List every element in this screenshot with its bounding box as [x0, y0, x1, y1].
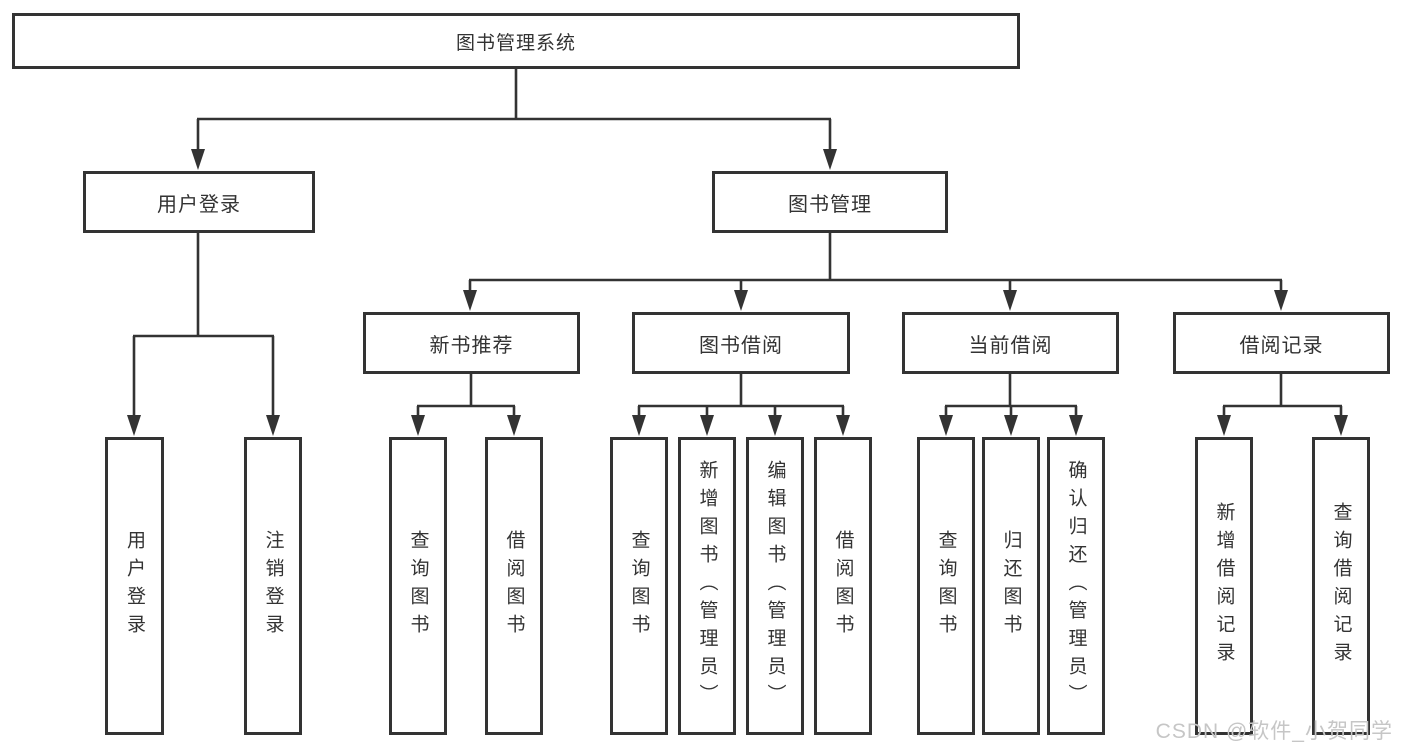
node-user-login: 用户登录 [83, 171, 315, 233]
leaf-query-books-borrow: 查询图书 [610, 437, 668, 735]
arrowhead [734, 290, 748, 311]
connector-book-borrow-branch [632, 373, 850, 436]
node-new-book-recommend-label: 新书推荐 [429, 334, 514, 357]
node-book-management-label: 图书管理 [788, 193, 872, 216]
leaf-query-books-current: 查询图书 [917, 437, 975, 735]
arrowhead [127, 415, 141, 436]
leaf-label: 借阅图书 [832, 530, 854, 642]
node-root: 图书管理系统 [12, 13, 1020, 69]
node-borrow-records: 借阅记录 [1173, 312, 1390, 374]
arrowhead [632, 415, 646, 436]
arrowhead [191, 149, 205, 170]
leaf-edit-books-admin: 编辑图书（管理员） [746, 437, 804, 735]
arrowhead [823, 149, 837, 170]
leaf-label: 查询图书 [628, 530, 650, 642]
connector-book-management-branch [463, 232, 1288, 311]
leaf-add-borrow-record: 新增借阅记录 [1195, 437, 1253, 735]
arrowhead [700, 415, 714, 436]
leaf-label: 用户登录 [124, 530, 145, 642]
arrowhead [507, 415, 521, 436]
leaf-label: 新增借阅记录 [1213, 502, 1235, 670]
leaf-confirm-return-admin: 确认归还（管理员） [1047, 437, 1105, 735]
node-current-borrow-label: 当前借阅 [968, 334, 1053, 357]
leaf-query-books-recommend: 查询图书 [389, 437, 447, 735]
connector-new-book-recommend-branch [411, 373, 521, 436]
arrowhead [1069, 415, 1083, 436]
connector-current-borrow-branch [939, 373, 1083, 436]
node-current-borrow: 当前借阅 [902, 312, 1119, 374]
node-new-book-recommend: 新书推荐 [363, 312, 580, 374]
arrowhead [1217, 415, 1231, 436]
leaf-label: 确认归还（管理员） [1065, 460, 1087, 712]
node-book-management: 图书管理 [712, 171, 948, 233]
arrowhead [411, 415, 425, 436]
arrowhead [1003, 290, 1017, 311]
node-book-borrow: 图书借阅 [632, 312, 850, 374]
arrowhead [836, 415, 850, 436]
node-user-login-label: 用户登录 [157, 193, 241, 216]
leaf-label: 新增图书（管理员） [696, 460, 718, 712]
leaf-label: 查询图书 [935, 530, 957, 642]
arrowhead [768, 415, 782, 436]
csdn-watermark: CSDN @软件_小贺同学 [1155, 720, 1393, 743]
leaf-user-login: 用户登录 [105, 437, 164, 735]
leaf-label: 借阅图书 [503, 530, 525, 642]
leaf-borrow-books-recommend: 借阅图书 [485, 437, 543, 735]
node-book-borrow-label: 图书借阅 [699, 334, 783, 357]
node-borrow-records-label: 借阅记录 [1239, 334, 1324, 357]
leaf-label: 归还图书 [1000, 530, 1022, 642]
connector-user-login-branch [127, 232, 280, 436]
leaf-logout-login: 注销登录 [244, 437, 302, 735]
leaf-query-borrow-record: 查询借阅记录 [1312, 437, 1370, 735]
arrowhead [266, 415, 280, 436]
arrowhead [1274, 290, 1288, 311]
leaf-label: 注销登录 [262, 530, 284, 642]
arrowhead [1004, 415, 1018, 436]
leaf-add-books-admin: 新增图书（管理员） [678, 437, 736, 735]
leaf-borrow-books: 借阅图书 [814, 437, 872, 735]
leaf-return-books: 归还图书 [982, 437, 1040, 735]
leaf-label: 查询借阅记录 [1330, 502, 1352, 670]
arrowhead [939, 415, 953, 436]
connector-root-branch [191, 68, 837, 170]
arrowhead [1334, 415, 1348, 436]
connector-borrow-records-branch [1217, 373, 1348, 436]
leaf-label: 编辑图书（管理员） [764, 460, 786, 712]
arrowhead [463, 290, 477, 311]
node-root-label: 图书管理系统 [455, 32, 576, 54]
leaf-label: 查询图书 [407, 530, 429, 642]
